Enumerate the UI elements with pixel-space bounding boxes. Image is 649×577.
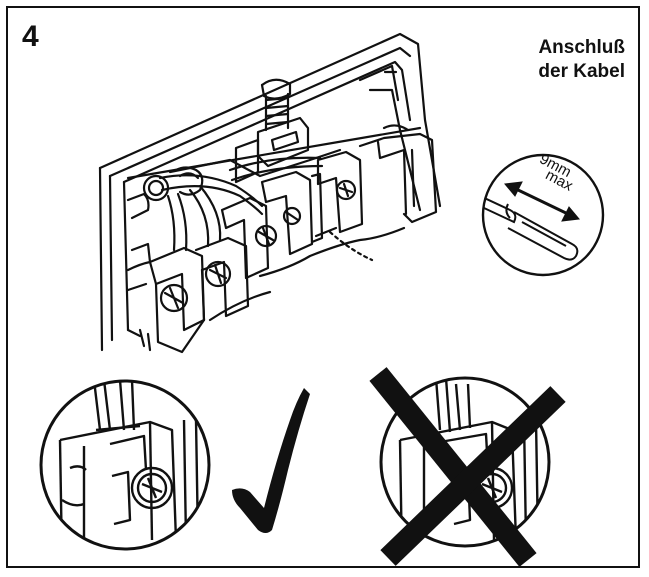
title-line-1: Anschluß xyxy=(538,37,625,58)
title-line-2: der Kabel xyxy=(538,61,625,82)
page-title: Anschluß der Kabel xyxy=(538,36,625,84)
page-frame xyxy=(6,6,640,568)
correct-detail-circle xyxy=(39,379,211,551)
wrong-x-mark-icon xyxy=(369,367,566,567)
correct-checkmark-icon xyxy=(232,388,310,533)
step-number: 4 xyxy=(22,20,39,53)
wire-strip-length-icon: 9mm max xyxy=(481,150,605,277)
terminal-block-drawing xyxy=(98,32,442,354)
